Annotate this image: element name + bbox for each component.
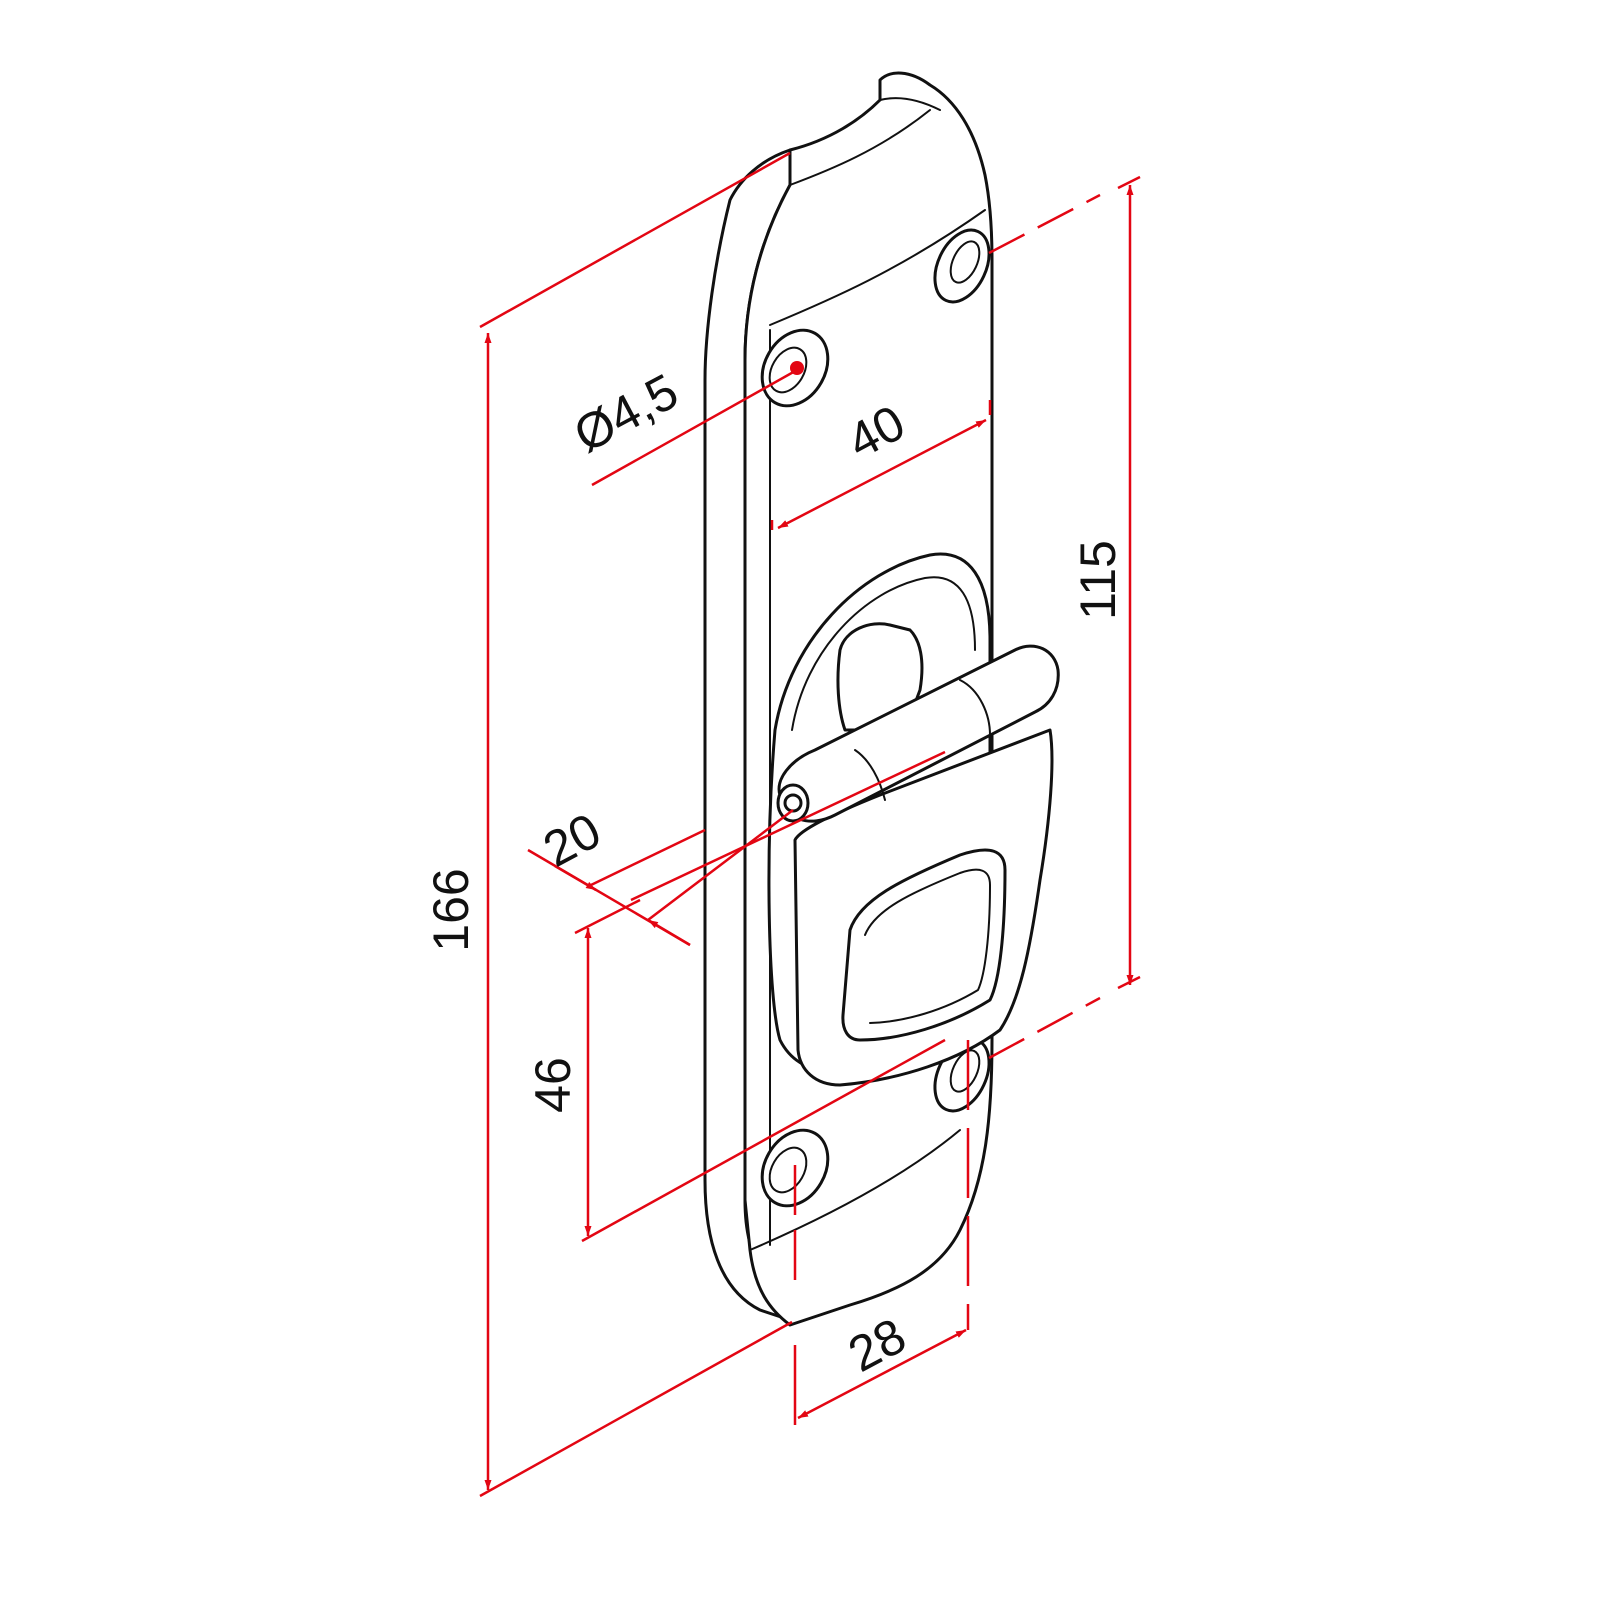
plate-top-lip — [789, 97, 941, 186]
hinge-plate — [703, 71, 1060, 1327]
dim-label-diameter: Ø4,5 — [565, 363, 687, 463]
dimension-lines — [479, 151, 1141, 1498]
hinge-pin — [777, 644, 1060, 823]
hinge-pin-hole — [783, 793, 803, 813]
plate-bottom-band — [749, 1129, 961, 1251]
dim-40-line — [777, 418, 987, 530]
plate-top-band — [769, 209, 986, 326]
hinge-boss — [836, 622, 924, 732]
dim-label-115: 115 — [1070, 540, 1126, 620]
dim-label-166: 166 — [423, 868, 479, 951]
flap-opening-inner — [864, 868, 991, 1024]
oval-recess-inner — [791, 576, 976, 731]
dim-label-46: 46 — [525, 1057, 581, 1113]
dim-label-20: 20 — [534, 802, 609, 878]
flap-opening — [841, 848, 1007, 1042]
screw-hole-top-right — [933, 228, 991, 304]
dim-label-28: 28 — [839, 1307, 914, 1383]
dim-20-arrow-b — [647, 918, 691, 947]
hinge-knuckle — [854, 679, 991, 801]
hole-leader-dot — [790, 361, 804, 375]
dim-28-line — [797, 1328, 967, 1420]
dim-20-arrow-a — [554, 864, 597, 892]
